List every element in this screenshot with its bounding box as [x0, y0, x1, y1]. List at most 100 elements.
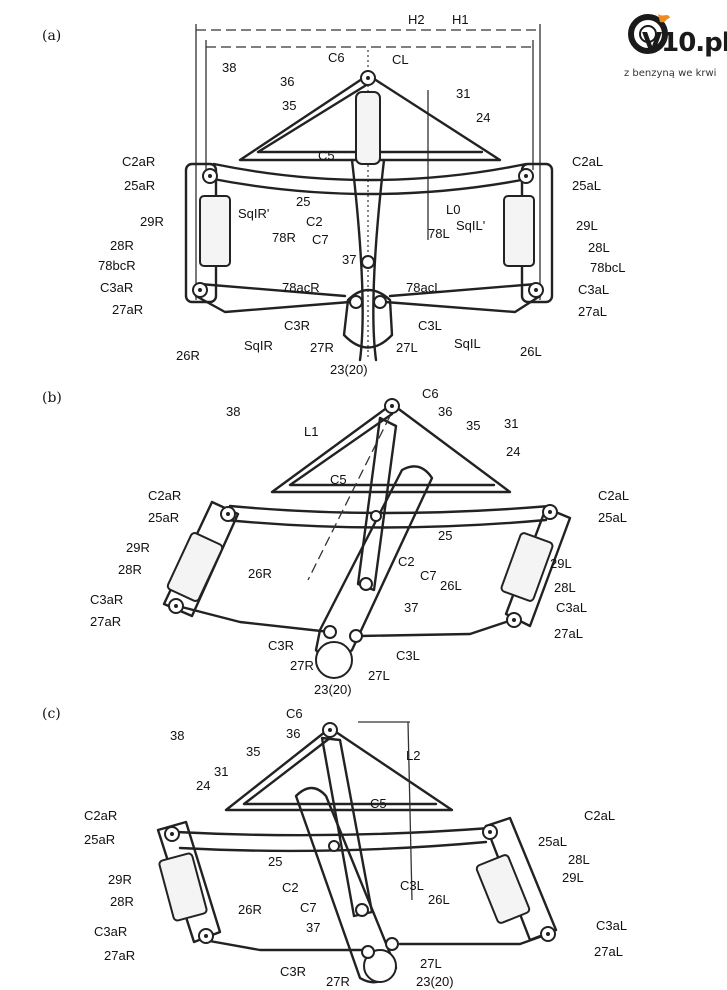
callout-c-c3r: C3R: [280, 964, 306, 979]
callout-b-c6: C6: [422, 386, 439, 401]
callout-a-37: 37: [342, 252, 356, 267]
logo-tagline: z benzyną we krwi: [624, 68, 717, 79]
callout-a-29r: 29R: [140, 214, 164, 229]
callout-a-l0: L0: [446, 202, 460, 217]
callout-a-c7: C7: [312, 232, 329, 247]
callout-a-sqil: SqIL: [454, 336, 481, 351]
callout-a-sqil: SqIL': [456, 218, 485, 233]
callout-a-78bcr: 78bcR: [98, 258, 136, 273]
callout-a-38: 38: [222, 60, 236, 75]
callout-c-24: 24: [196, 778, 210, 793]
callout-b-27r: 27R: [290, 658, 314, 673]
callout-a-h2: H2: [408, 12, 425, 27]
callout-b-28r: 28R: [118, 562, 142, 577]
callout-c-c3al: C3aL: [596, 918, 627, 933]
callout-b-37: 37: [404, 600, 418, 615]
callout-a-24: 24: [476, 110, 490, 125]
callout-a-78r: 78R: [272, 230, 296, 245]
figure-c: (c): [42, 706, 558, 984]
callout-c-c5: C5: [370, 796, 387, 811]
callout-c-25ar: 25aR: [84, 832, 115, 847]
callout-c-26r: 26R: [238, 902, 262, 917]
flame-icon: [658, 14, 670, 23]
callout-b-c7: C7: [420, 568, 437, 583]
callout-b-c2al: C2aL: [598, 488, 629, 503]
callout-a-c2al: C2aL: [572, 154, 603, 169]
callout-a-25: 25: [296, 194, 310, 209]
callout-c-c3l: C3L: [400, 878, 424, 893]
callout-a-28l: 28L: [588, 240, 610, 255]
callout-b-25ar: 25aR: [148, 510, 179, 525]
callout-c-28l: 28L: [568, 852, 590, 867]
callout-b-24: 24: [506, 444, 520, 459]
callout-a-27l: 27L: [396, 340, 418, 355]
callout-a-26r: 26R: [176, 348, 200, 363]
callout-c-37: 37: [306, 920, 320, 935]
callout-a-c5: C5: [318, 148, 335, 163]
callout-a-c3l: C3L: [418, 318, 442, 333]
callout-a-2320: 23(20): [330, 362, 368, 377]
callout-a-sqir: SqIR: [244, 338, 273, 353]
callout-a-25al: 25aL: [572, 178, 601, 193]
callout-b-25: 25: [438, 528, 452, 543]
callout-b-27ar: 27aR: [90, 614, 121, 629]
logo-brand: V10.pl: [642, 28, 727, 58]
callout-a-c3ar: C3aR: [100, 280, 133, 295]
callout-c-38: 38: [170, 728, 184, 743]
callout-b-25al: 25aL: [598, 510, 627, 525]
callout-b-c3al: C3aL: [556, 600, 587, 615]
callout-c-35: 35: [246, 744, 260, 759]
callout-a-cl: CL: [392, 52, 409, 67]
callout-a-31: 31: [456, 86, 470, 101]
callout-a-78l: 78L: [428, 226, 450, 241]
callout-b-35: 35: [466, 418, 480, 433]
callout-b-29r: 29R: [126, 540, 150, 555]
brand-logo: V10.pl z benzyną we krwi: [612, 4, 727, 88]
callout-a-27r: 27R: [310, 340, 334, 355]
callout-c-c2: C2: [282, 880, 299, 895]
callout-b-31: 31: [504, 416, 518, 431]
callout-c-c3ar: C3aR: [94, 924, 127, 939]
tire-icon: [628, 14, 670, 54]
callout-a-78acl: 78acL: [406, 280, 441, 295]
callout-c-26l: 26L: [428, 892, 450, 907]
callout-c-28r: 28R: [110, 894, 134, 909]
callout-a-26l: 26L: [520, 344, 542, 359]
callout-b-27l: 27L: [368, 668, 390, 683]
callout-c-29l: 29L: [562, 870, 584, 885]
callout-b-27al: 27aL: [554, 626, 583, 641]
panel-label-c: (c): [42, 706, 61, 722]
callout-c-27al: 27aL: [594, 944, 623, 959]
callout-a-c3al: C3aL: [578, 282, 609, 297]
callout-c-27ar: 27aR: [104, 948, 135, 963]
callout-a-36: 36: [280, 74, 294, 89]
callout-a-c2: C2: [306, 214, 323, 229]
callout-b-c3ar: C3aR: [90, 592, 123, 607]
callout-c-l2: L2: [406, 748, 420, 763]
callout-a-c6: C6: [328, 50, 345, 65]
callout-c-c6: C6: [286, 706, 303, 721]
callout-b-c2ar: C2aR: [148, 488, 181, 503]
callout-a-27ar: 27aR: [112, 302, 143, 317]
panel-label-b: (b): [42, 390, 62, 406]
figure-a: (a): [42, 24, 554, 362]
panel-label-a: (a): [42, 28, 61, 44]
callout-c-27r: 27R: [326, 974, 350, 989]
callout-c-31: 31: [214, 764, 228, 779]
callout-b-28l: 28L: [554, 580, 576, 595]
callout-b-c2: C2: [398, 554, 415, 569]
callout-b-26l: 26L: [440, 578, 462, 593]
callout-c-c2al: C2aL: [584, 808, 615, 823]
callout-c-c7: C7: [300, 900, 317, 915]
callout-b-36: 36: [438, 404, 452, 419]
callout-b-c5: C5: [330, 472, 347, 487]
callout-a-78acr: 78acR: [282, 280, 320, 295]
callout-a-25ar: 25aR: [124, 178, 155, 193]
callout-c-25: 25: [268, 854, 282, 869]
callout-b-29l: 29L: [550, 556, 572, 571]
callout-b-26r: 26R: [248, 566, 272, 581]
callout-b-38: 38: [226, 404, 240, 419]
callout-a-29l: 29L: [576, 218, 598, 233]
callout-b-c3l: C3L: [396, 648, 420, 663]
